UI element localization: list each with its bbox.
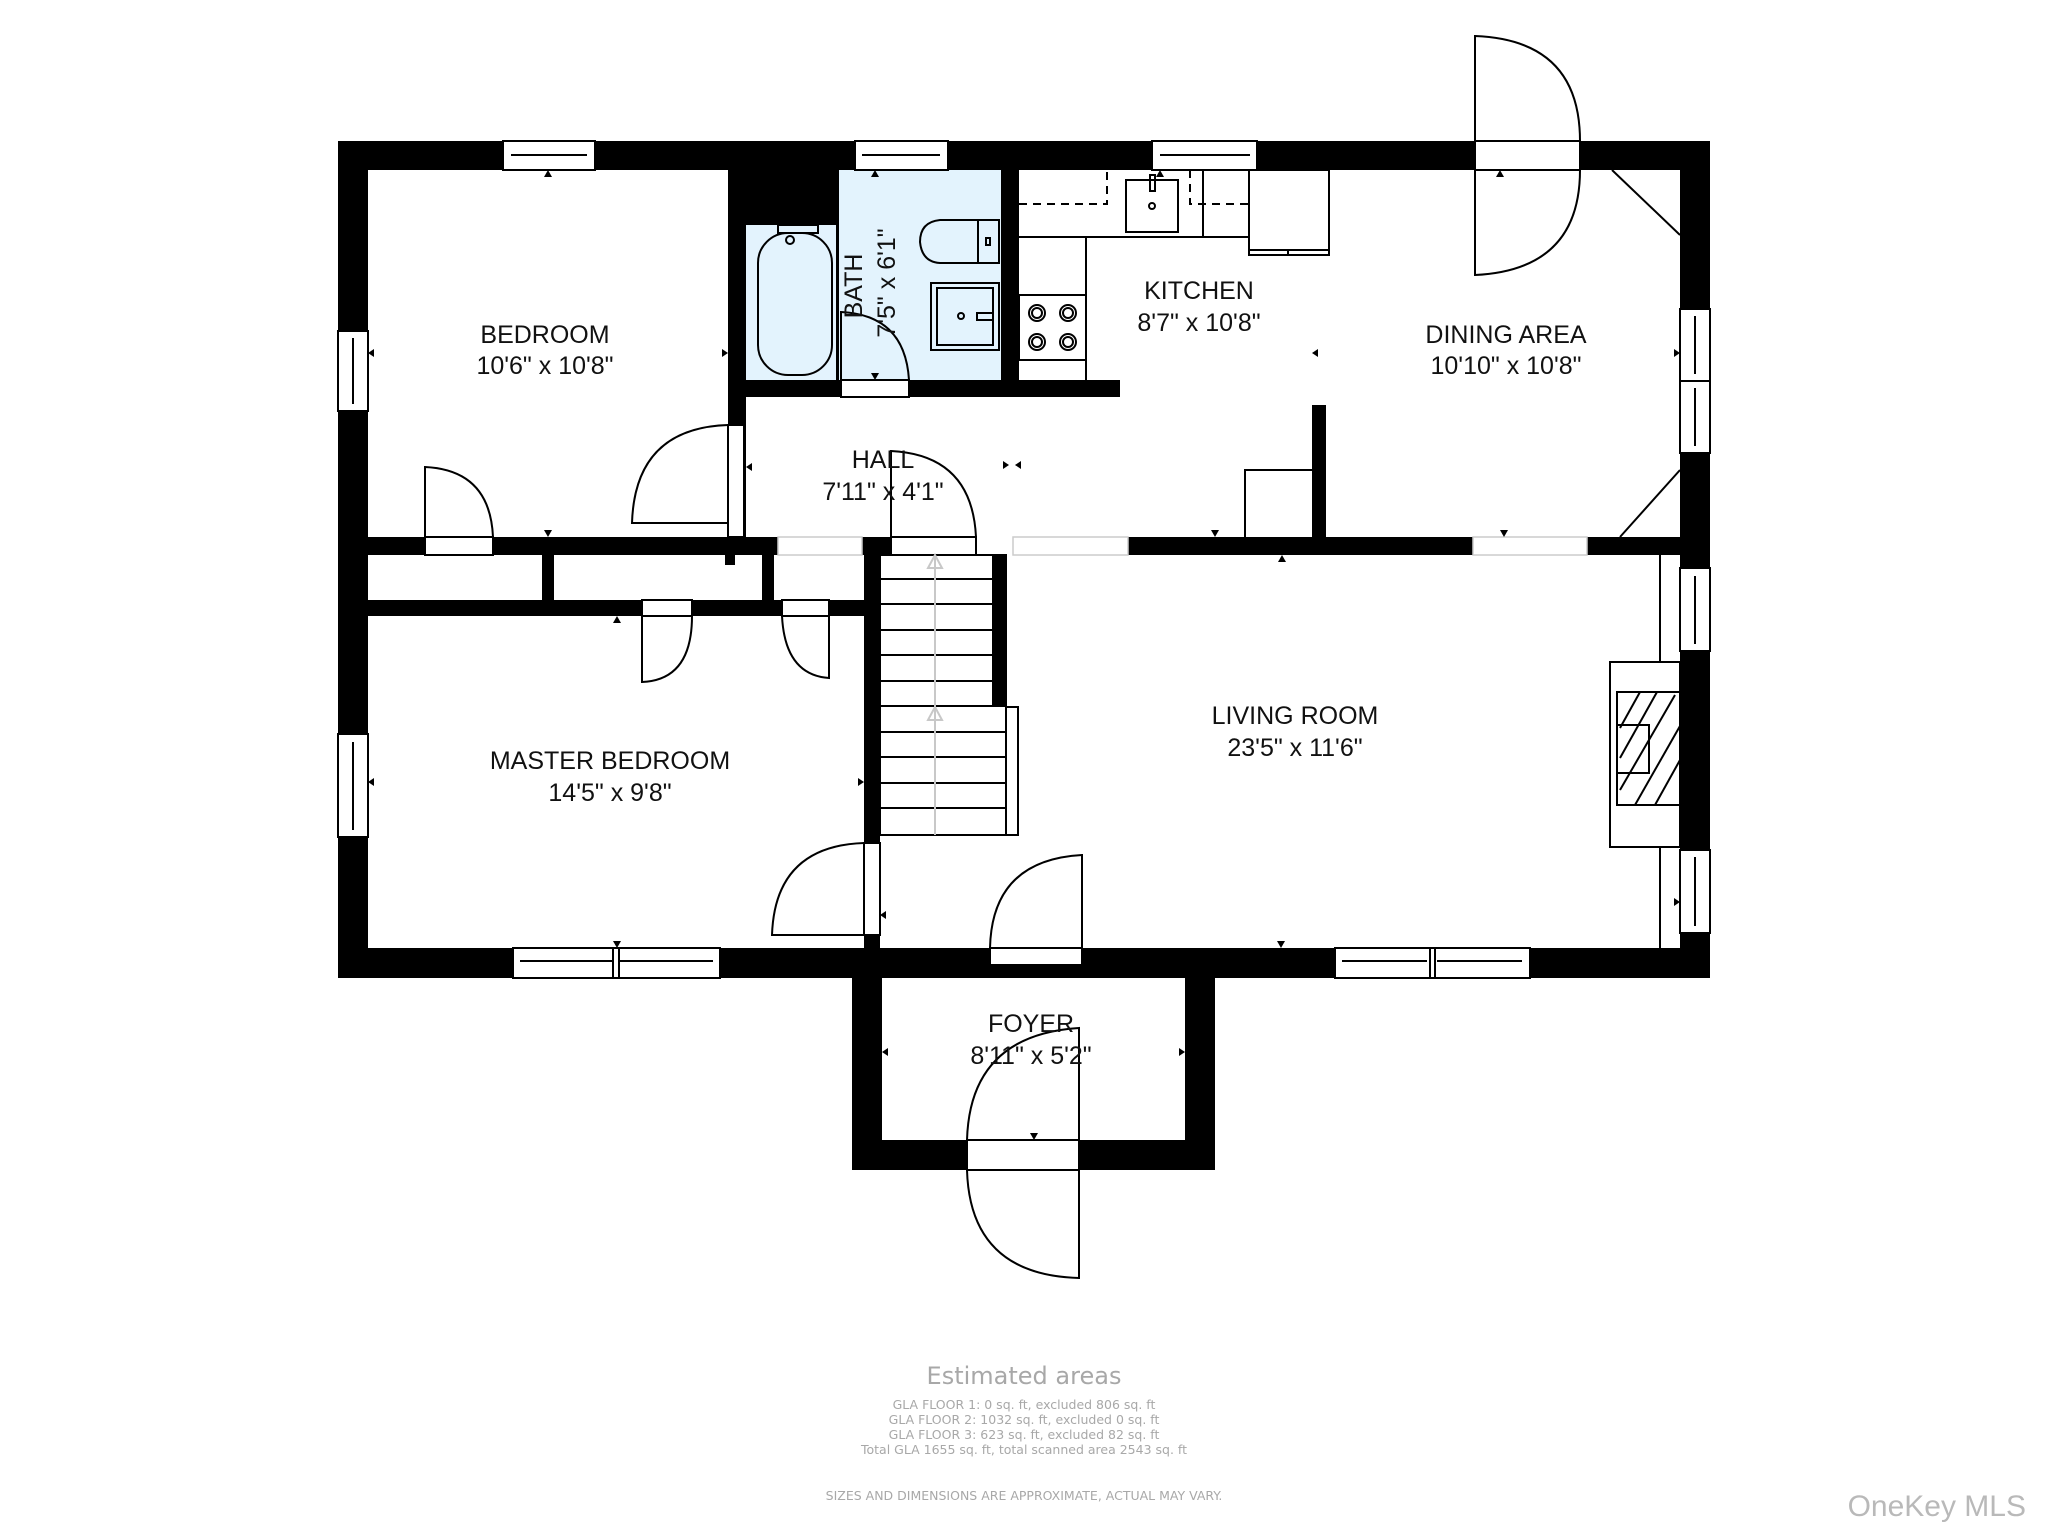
room-label-living-room: LIVING ROOM 23'5" x 11'6" [1212, 702, 1379, 762]
gla-summary: GLA FLOOR 1: 0 sq. ft, excluded 806 sq. … [0, 1397, 2048, 1457]
svg-text:7'5" x 6'1": 7'5" x 6'1" [873, 228, 901, 337]
room-label-bath: BATH [840, 254, 868, 319]
corner-cabinets [1244, 169, 1681, 538]
bathtub [757, 224, 833, 376]
svg-text:FOYER: FOYER [988, 1010, 1074, 1038]
svg-text:8'7" x 10'8": 8'7" x 10'8" [1137, 309, 1260, 337]
room-label-hall: HALL 7'11" x 4'1" [822, 446, 943, 506]
svg-text:DINING AREA: DINING AREA [1425, 321, 1586, 349]
doors [424, 34, 1581, 1280]
bath-floor [838, 170, 1001, 383]
windows [337, 140, 1711, 979]
room-label-master-bedroom: MASTER BEDROOM 14'5" x 9'8" [490, 747, 730, 807]
watermark-logo: OneKey MLS [1847, 1490, 2026, 1523]
svg-text:BATH: BATH [840, 254, 868, 319]
svg-text:MASTER BEDROOM: MASTER BEDROOM [490, 747, 730, 775]
room-label-foyer: FOYER 8'11" x 5'2" [970, 1010, 1091, 1070]
room-label-bedroom: BEDROOM 10'6" x 10'8" [476, 321, 613, 380]
svg-text:KITCHEN: KITCHEN [1144, 277, 1254, 305]
svg-text:7'11" x 4'1": 7'11" x 4'1" [822, 478, 943, 506]
svg-text:LIVING ROOM: LIVING ROOM [1212, 702, 1379, 730]
svg-text:BEDROOM: BEDROOM [480, 321, 609, 349]
estimated-areas-title: Estimated areas [926, 1362, 1122, 1390]
svg-text:HALL: HALL [852, 446, 915, 474]
room-label-kitchen: KITCHEN 8'7" x 10'8" [1137, 277, 1260, 337]
dimension-markers [368, 170, 1680, 1140]
bath-sink [930, 282, 1000, 351]
kitchen-counters [1019, 169, 1330, 380]
svg-text:8'11" x 5'2": 8'11" x 5'2" [970, 1042, 1091, 1070]
disclaimer: SIZES AND DIMENSIONS ARE APPROXIMATE, AC… [825, 1488, 1223, 1503]
gla-total: Total GLA 1655 sq. ft, total scanned are… [861, 1442, 1187, 1457]
svg-text:23'5" x 11'6": 23'5" x 11'6" [1227, 734, 1362, 762]
gla-floor-2: GLA FLOOR 2: 1032 sq. ft, excluded 0 sq.… [888, 1412, 1160, 1427]
gla-floor-1: GLA FLOOR 1: 0 sq. ft, excluded 806 sq. … [892, 1397, 1156, 1412]
room-label-bath-dims: 7'5" x 6'1" [873, 228, 901, 337]
fireplace [1609, 555, 1681, 948]
svg-text:10'6" x 10'8": 10'6" x 10'8" [476, 352, 613, 380]
gla-floor-3: GLA FLOOR 3: 623 sq. ft, excluded 82 sq.… [888, 1427, 1160, 1442]
tub-alcove-floor [746, 225, 836, 383]
openings [777, 536, 1588, 556]
svg-text:10'10" x 10'8": 10'10" x 10'8" [1430, 352, 1581, 380]
staircase [879, 552, 1019, 836]
stove [1018, 294, 1087, 361]
interior-walls [368, 170, 1680, 975]
room-label-dining: DINING AREA 10'10" x 10'8" [1425, 321, 1586, 380]
svg-text:14'5" x 9'8": 14'5" x 9'8" [548, 779, 671, 807]
toilet [918, 219, 1000, 264]
